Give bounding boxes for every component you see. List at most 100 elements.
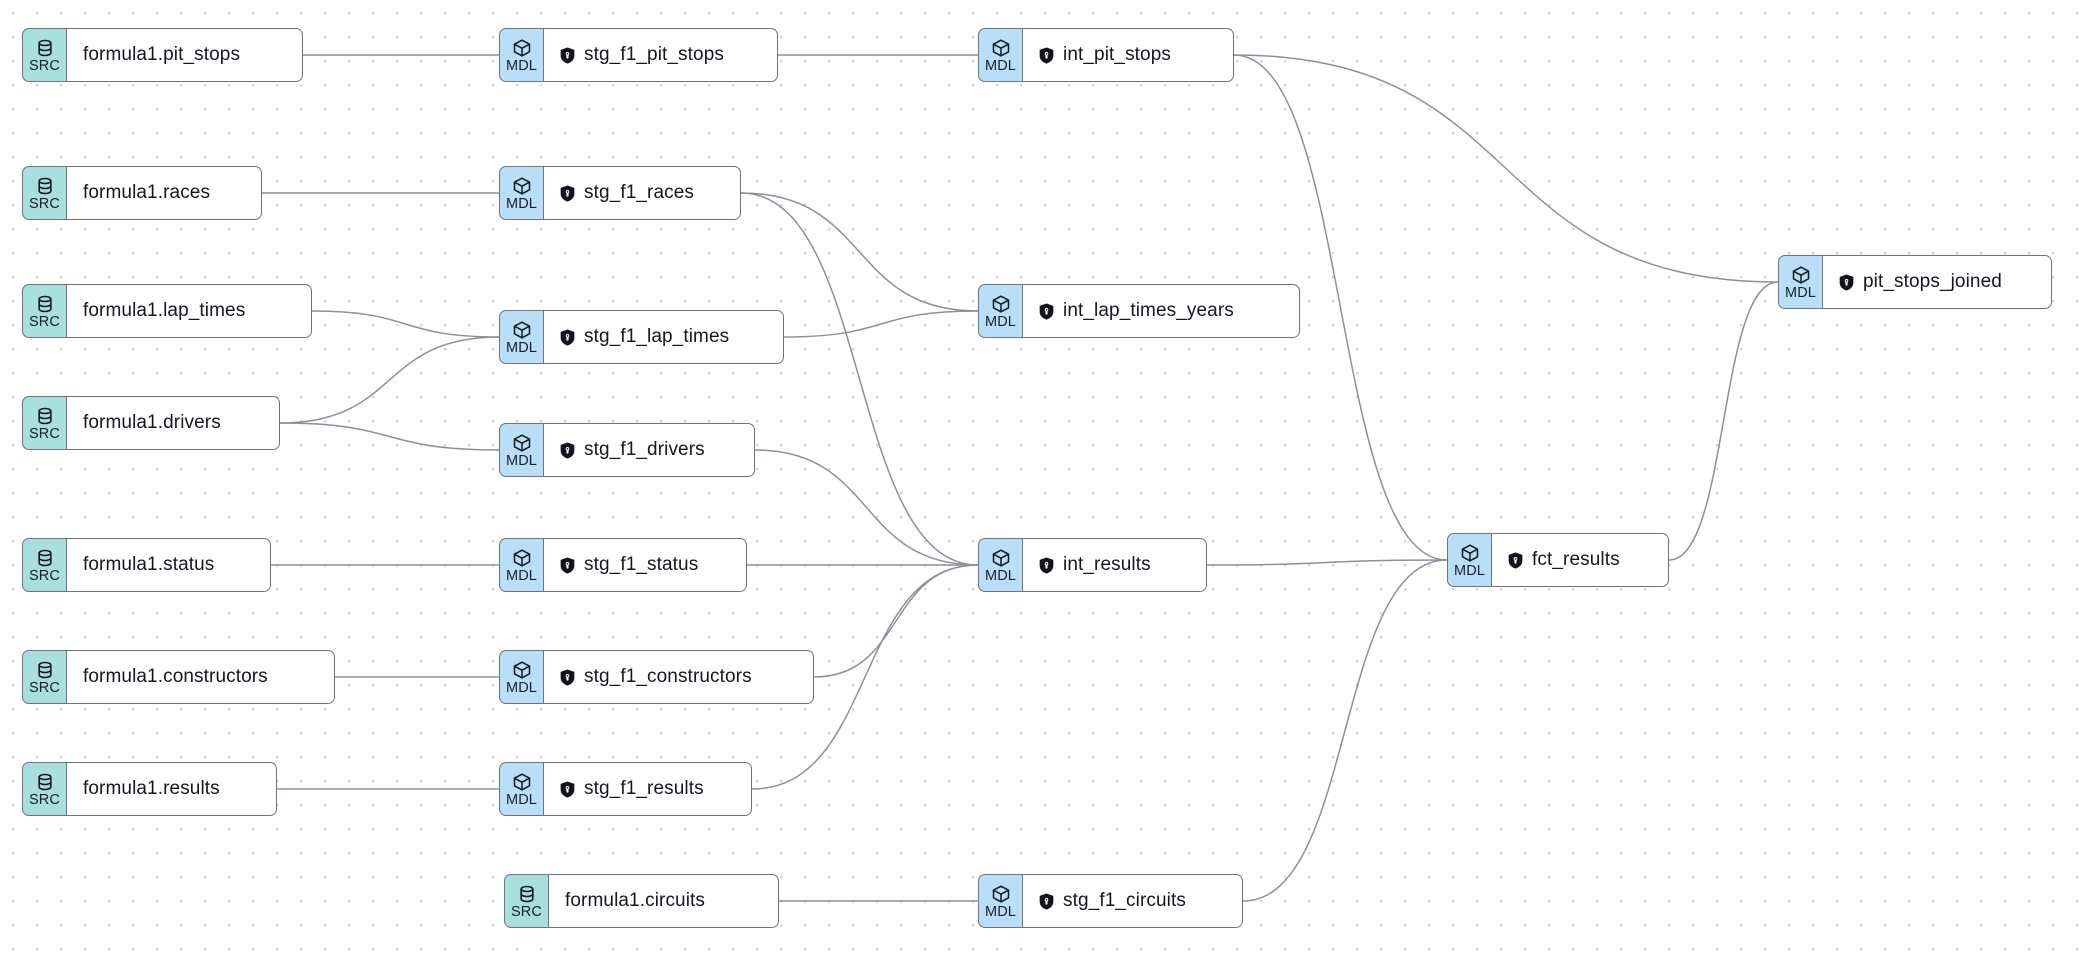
node-type-badge-label: SRC xyxy=(29,57,60,74)
edge-stg_lap_times-to-int_lap_times_years xyxy=(783,310,979,338)
node-body[interactable]: stg_f1_status xyxy=(544,538,747,592)
edge-src_drivers-to-stg_lap_times xyxy=(279,336,500,424)
cube-icon xyxy=(1460,542,1480,563)
node-body[interactable]: fct_results xyxy=(1492,533,1669,587)
database-icon xyxy=(35,771,55,792)
graph-node-stg_constructors[interactable]: MDL stg_f1_constructors xyxy=(499,650,814,704)
node-type-badge-mdl: MDL xyxy=(978,28,1023,82)
node-label: fct_results xyxy=(1532,549,1620,570)
node-label: stg_f1_lap_times xyxy=(584,326,730,347)
node-body[interactable]: formula1.lap_times xyxy=(67,284,312,338)
node-label: int_lap_times_years xyxy=(1063,300,1234,321)
node-type-badge-mdl: MDL xyxy=(1447,533,1492,587)
node-body[interactable]: stg_f1_results xyxy=(544,762,752,816)
node-label: formula1.drivers xyxy=(83,412,221,433)
node-type-badge-src: SRC xyxy=(22,762,67,816)
shield-lock-icon xyxy=(560,556,575,574)
node-type-badge-src: SRC xyxy=(22,284,67,338)
graph-node-fct_results[interactable]: MDL fct_results xyxy=(1447,533,1669,587)
node-label: formula1.races xyxy=(83,182,211,203)
node-label: stg_f1_constructors xyxy=(584,666,752,687)
node-type-badge-label: SRC xyxy=(29,313,60,330)
node-label: formula1.lap_times xyxy=(83,300,246,321)
edge-stg_circuits-to-fct_results xyxy=(1242,559,1448,902)
node-type-badge-label: MDL xyxy=(1454,562,1485,579)
node-type-badge-label: MDL xyxy=(506,339,537,356)
node-label: formula1.pit_stops xyxy=(83,44,241,65)
edge-fct_results-to-pit_stops_joined xyxy=(1668,281,1779,561)
graph-node-src_constructors[interactable]: SRC formula1.constructors xyxy=(22,650,335,704)
graph-node-stg_races[interactable]: MDL stg_f1_races xyxy=(499,166,741,220)
node-type-badge-src: SRC xyxy=(22,538,67,592)
database-icon xyxy=(35,547,55,568)
node-body[interactable]: formula1.races xyxy=(67,166,262,220)
graph-node-stg_lap_times[interactable]: MDL stg_f1_lap_times xyxy=(499,310,784,364)
node-label: formula1.constructors xyxy=(83,666,268,687)
graph-node-src_lap_times[interactable]: SRC formula1.lap_times xyxy=(22,284,312,338)
shield-lock-icon xyxy=(560,668,575,686)
node-type-badge-label: SRC xyxy=(29,679,60,696)
graph-node-stg_drivers[interactable]: MDL stg_f1_drivers xyxy=(499,423,755,477)
node-type-badge-label: MDL xyxy=(506,452,537,469)
graph-node-src_results[interactable]: SRC formula1.results xyxy=(22,762,277,816)
node-label: formula1.circuits xyxy=(565,890,706,911)
node-type-badge-src: SRC xyxy=(504,874,549,928)
edge-stg_races-to-int_lap_times_years xyxy=(740,192,979,312)
node-body[interactable]: formula1.pit_stops xyxy=(67,28,303,82)
node-body[interactable]: stg_f1_circuits xyxy=(1023,874,1243,928)
node-body[interactable]: stg_f1_pit_stops xyxy=(544,28,778,82)
database-icon xyxy=(35,293,55,314)
edge-int_results-to-fct_results xyxy=(1206,559,1448,566)
node-type-badge-mdl: MDL xyxy=(499,762,544,816)
graph-node-src_pit_stops[interactable]: SRC formula1.pit_stops xyxy=(22,28,303,82)
node-type-badge-mdl: MDL xyxy=(499,650,544,704)
edge-stg_drivers-to-int_results xyxy=(754,449,979,566)
node-type-badge-label: MDL xyxy=(985,57,1016,74)
node-type-badge-src: SRC xyxy=(22,28,67,82)
node-body[interactable]: int_results xyxy=(1023,538,1207,592)
graph-node-pit_stops_joined[interactable]: MDL pit_stops_joined xyxy=(1778,255,2052,309)
node-body[interactable]: stg_f1_constructors xyxy=(544,650,814,704)
node-body[interactable]: int_lap_times_years xyxy=(1023,284,1300,338)
graph-node-src_circuits[interactable]: SRC formula1.circuits xyxy=(504,874,779,928)
node-body[interactable]: stg_f1_lap_times xyxy=(544,310,784,364)
node-label: stg_f1_status xyxy=(584,554,699,575)
node-body[interactable]: stg_f1_drivers xyxy=(544,423,755,477)
node-label: stg_f1_results xyxy=(584,778,704,799)
database-icon xyxy=(35,37,55,58)
node-type-badge-label: SRC xyxy=(29,791,60,808)
node-type-badge-label: SRC xyxy=(29,567,60,584)
node-body[interactable]: formula1.results xyxy=(67,762,277,816)
node-body[interactable]: stg_f1_races xyxy=(544,166,741,220)
node-body[interactable]: formula1.circuits xyxy=(549,874,779,928)
edge-src_drivers-to-stg_drivers xyxy=(279,422,500,451)
shield-lock-icon xyxy=(560,780,575,798)
node-type-badge-mdl: MDL xyxy=(1778,255,1823,309)
node-body[interactable]: formula1.status xyxy=(67,538,271,592)
node-body[interactable]: formula1.constructors xyxy=(67,650,335,704)
edge-stg_races-to-int_results xyxy=(740,192,979,566)
graph-node-int_pit_stops[interactable]: MDL int_pit_stops xyxy=(978,28,1234,82)
node-body[interactable]: pit_stops_joined xyxy=(1823,255,2052,309)
graph-node-src_status[interactable]: SRC formula1.status xyxy=(22,538,271,592)
node-body[interactable]: int_pit_stops xyxy=(1023,28,1234,82)
node-label: stg_f1_races xyxy=(584,182,694,203)
node-type-badge-label: MDL xyxy=(506,195,537,212)
graph-node-stg_results[interactable]: MDL stg_f1_results xyxy=(499,762,752,816)
database-icon xyxy=(35,659,55,680)
node-label: pit_stops_joined xyxy=(1863,271,2002,292)
node-body[interactable]: formula1.drivers xyxy=(67,396,280,450)
node-type-badge-mdl: MDL xyxy=(499,310,544,364)
cube-icon xyxy=(512,175,532,196)
node-type-badge-mdl: MDL xyxy=(978,874,1023,928)
cube-icon xyxy=(512,37,532,58)
